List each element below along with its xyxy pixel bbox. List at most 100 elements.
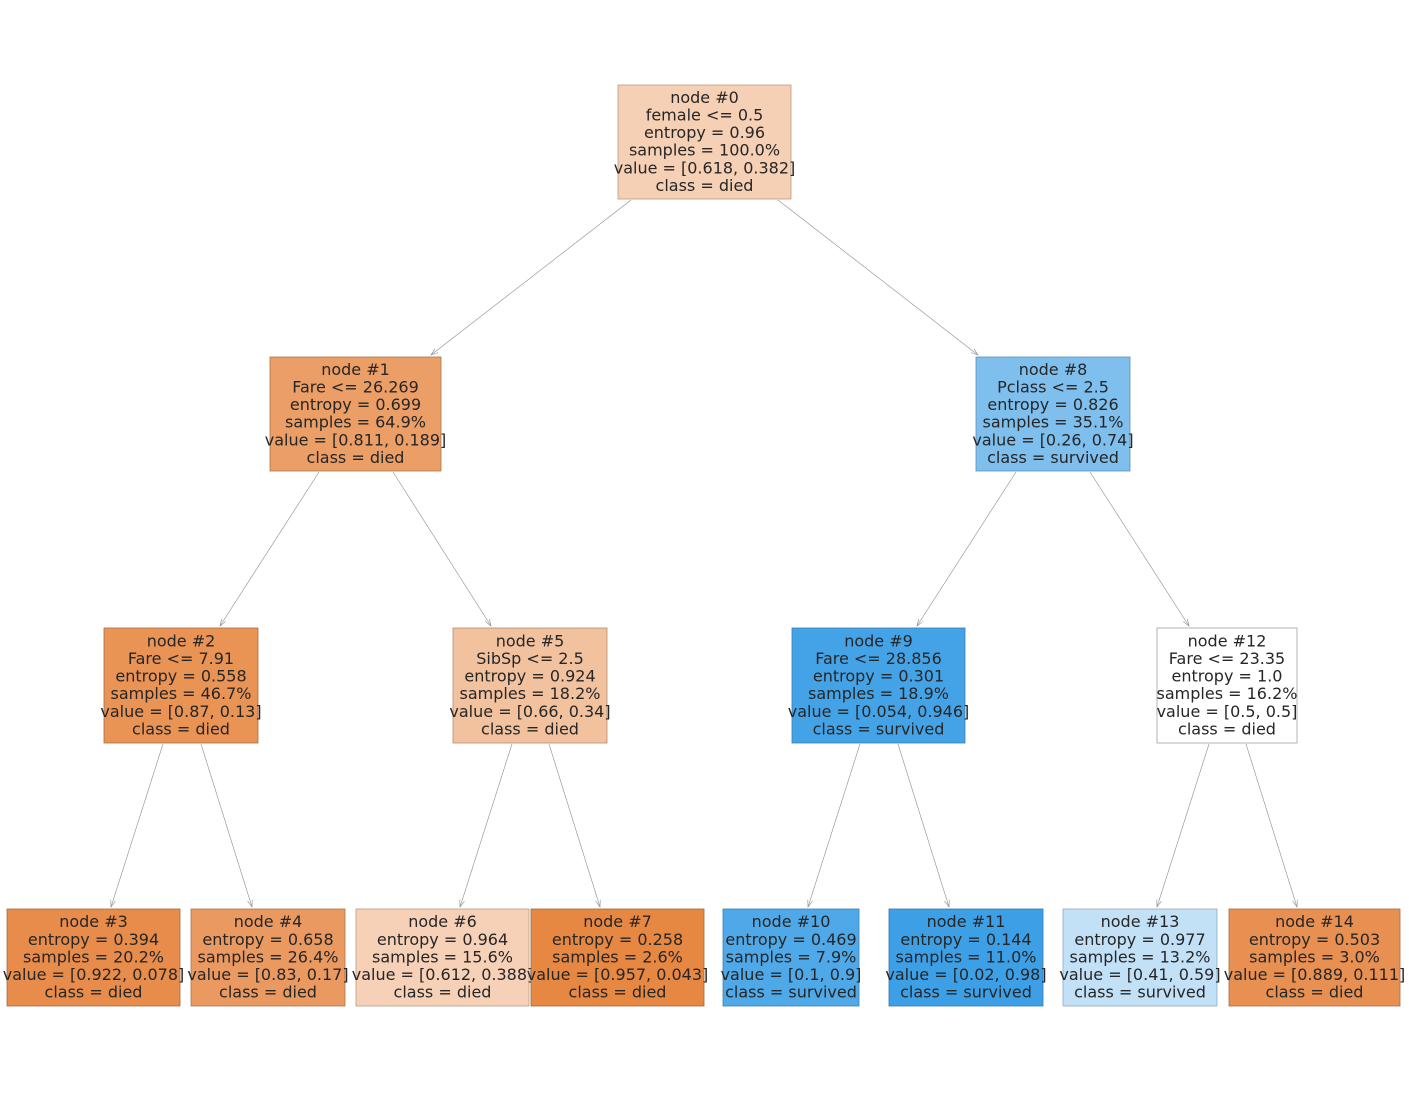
node-label-line: class = died bbox=[394, 983, 492, 1002]
node-label-line: node #14 bbox=[1275, 912, 1354, 931]
node-label-line: samples = 11.0% bbox=[896, 947, 1037, 966]
node-box bbox=[103, 627, 259, 744]
node-box bbox=[975, 356, 1131, 472]
node-label-line: entropy = 0.258 bbox=[552, 930, 683, 949]
tree-edges bbox=[110, 199, 1298, 908]
node-label-line: node #11 bbox=[927, 912, 1006, 931]
node-label-line: entropy = 0.503 bbox=[1249, 930, 1380, 949]
node-label-line: samples = 7.9% bbox=[726, 947, 857, 966]
node-label-line: samples = 64.9% bbox=[285, 413, 426, 432]
node-box bbox=[6, 908, 181, 1007]
edge-line bbox=[430, 199, 632, 356]
edge-arrowhead-icon bbox=[110, 899, 116, 908]
node-label-line: entropy = 0.826 bbox=[987, 395, 1118, 414]
node-label-line: node #9 bbox=[844, 631, 913, 650]
node-label-line: entropy = 1.0 bbox=[1172, 667, 1283, 686]
node-label-line: class = died bbox=[481, 719, 579, 738]
node-label-line: samples = 26.4% bbox=[198, 947, 339, 966]
edge-node-0-to-node-8 bbox=[777, 199, 979, 356]
node-label-line: value = [0.26, 0.74] bbox=[972, 430, 1133, 449]
node-label-line: samples = 16.2% bbox=[1157, 684, 1298, 703]
node-label-line: value = [0.5, 0.5] bbox=[1157, 702, 1298, 721]
edge-node-2-to-node-4 bbox=[200, 743, 253, 908]
node-label-line: value = [0.83, 0.17] bbox=[187, 965, 348, 984]
node-label-line: node #1 bbox=[321, 360, 390, 379]
node-label-line: class = survived bbox=[987, 448, 1119, 467]
node-label-line: Fare <= 23.35 bbox=[1169, 649, 1285, 668]
edge-line bbox=[777, 199, 979, 356]
edge-arrowhead-icon bbox=[916, 618, 924, 627]
node-label-line: node #3 bbox=[59, 912, 128, 931]
edge-node-8-to-node-9 bbox=[916, 471, 1017, 627]
node-label-line: value = [0.618, 0.382] bbox=[614, 158, 796, 177]
node-box bbox=[617, 84, 792, 200]
node-label-line: entropy = 0.964 bbox=[377, 930, 508, 949]
node-label-line: samples = 2.6% bbox=[552, 947, 683, 966]
edge-node-5-to-node-7 bbox=[548, 743, 601, 908]
node-label-line: class = died bbox=[132, 719, 230, 738]
edge-node-12-to-node-13 bbox=[1156, 743, 1210, 908]
node-box bbox=[722, 908, 860, 1007]
node-label-line: entropy = 0.469 bbox=[725, 930, 856, 949]
edge-node-1-to-node-5 bbox=[392, 471, 492, 627]
node-label-line: SibSp <= 2.5 bbox=[476, 649, 584, 668]
edge-line bbox=[392, 471, 492, 627]
node-label-line: value = [0.811, 0.189] bbox=[265, 430, 447, 449]
node-label-line: value = [0.87, 0.13] bbox=[100, 702, 261, 721]
node-label-line: Fare <= 28.856 bbox=[815, 649, 942, 668]
node-label-line: samples = 100.0% bbox=[629, 141, 780, 160]
node-box bbox=[888, 908, 1044, 1007]
edge-arrowhead-icon bbox=[970, 348, 979, 356]
node-label-line: class = died bbox=[307, 448, 405, 467]
node-label-line: node #10 bbox=[752, 912, 831, 931]
edge-line bbox=[459, 743, 513, 908]
node-label-line: value = [0.957, 0.043] bbox=[527, 965, 709, 984]
edge-arrowhead-icon bbox=[219, 618, 227, 627]
node-label-line: entropy = 0.96 bbox=[644, 123, 765, 142]
edge-line bbox=[897, 743, 950, 908]
node-label-line: entropy = 0.558 bbox=[115, 667, 246, 686]
node-label-line: Fare <= 26.269 bbox=[292, 378, 419, 397]
node-label-line: entropy = 0.394 bbox=[28, 930, 159, 949]
edge-line bbox=[1089, 471, 1190, 627]
node-box bbox=[791, 627, 966, 744]
edge-node-9-to-node-10 bbox=[807, 743, 861, 908]
node-label-line: class = survived bbox=[1074, 983, 1206, 1002]
edge-line bbox=[916, 471, 1017, 627]
node-label-line: class = survived bbox=[725, 983, 857, 1002]
node-label-line: class = survived bbox=[900, 983, 1032, 1002]
node-label-line: node #7 bbox=[583, 912, 652, 931]
node-label-line: entropy = 0.924 bbox=[464, 667, 595, 686]
node-label-line: samples = 18.9% bbox=[808, 684, 949, 703]
node-label-line: entropy = 0.699 bbox=[290, 395, 421, 414]
edge-line bbox=[110, 743, 164, 908]
edge-node-8-to-node-12 bbox=[1089, 471, 1190, 627]
node-box bbox=[1156, 627, 1298, 744]
node-label-line: class = died bbox=[569, 983, 667, 1002]
edge-arrowhead-icon bbox=[484, 618, 492, 627]
node-label-line: samples = 46.7% bbox=[111, 684, 252, 703]
node-label-line: entropy = 0.658 bbox=[202, 930, 333, 949]
edge-line bbox=[200, 743, 253, 908]
node-label-line: node #6 bbox=[408, 912, 477, 931]
node-label-line: value = [0.41, 0.59] bbox=[1059, 965, 1220, 984]
node-label-line: value = [0.02, 0.98] bbox=[885, 965, 1046, 984]
node-label-line: node #13 bbox=[1101, 912, 1180, 931]
node-box bbox=[530, 908, 705, 1007]
node-label-line: class = died bbox=[656, 176, 754, 195]
node-label-line: class = died bbox=[1178, 719, 1276, 738]
edge-arrowhead-icon bbox=[595, 899, 601, 908]
